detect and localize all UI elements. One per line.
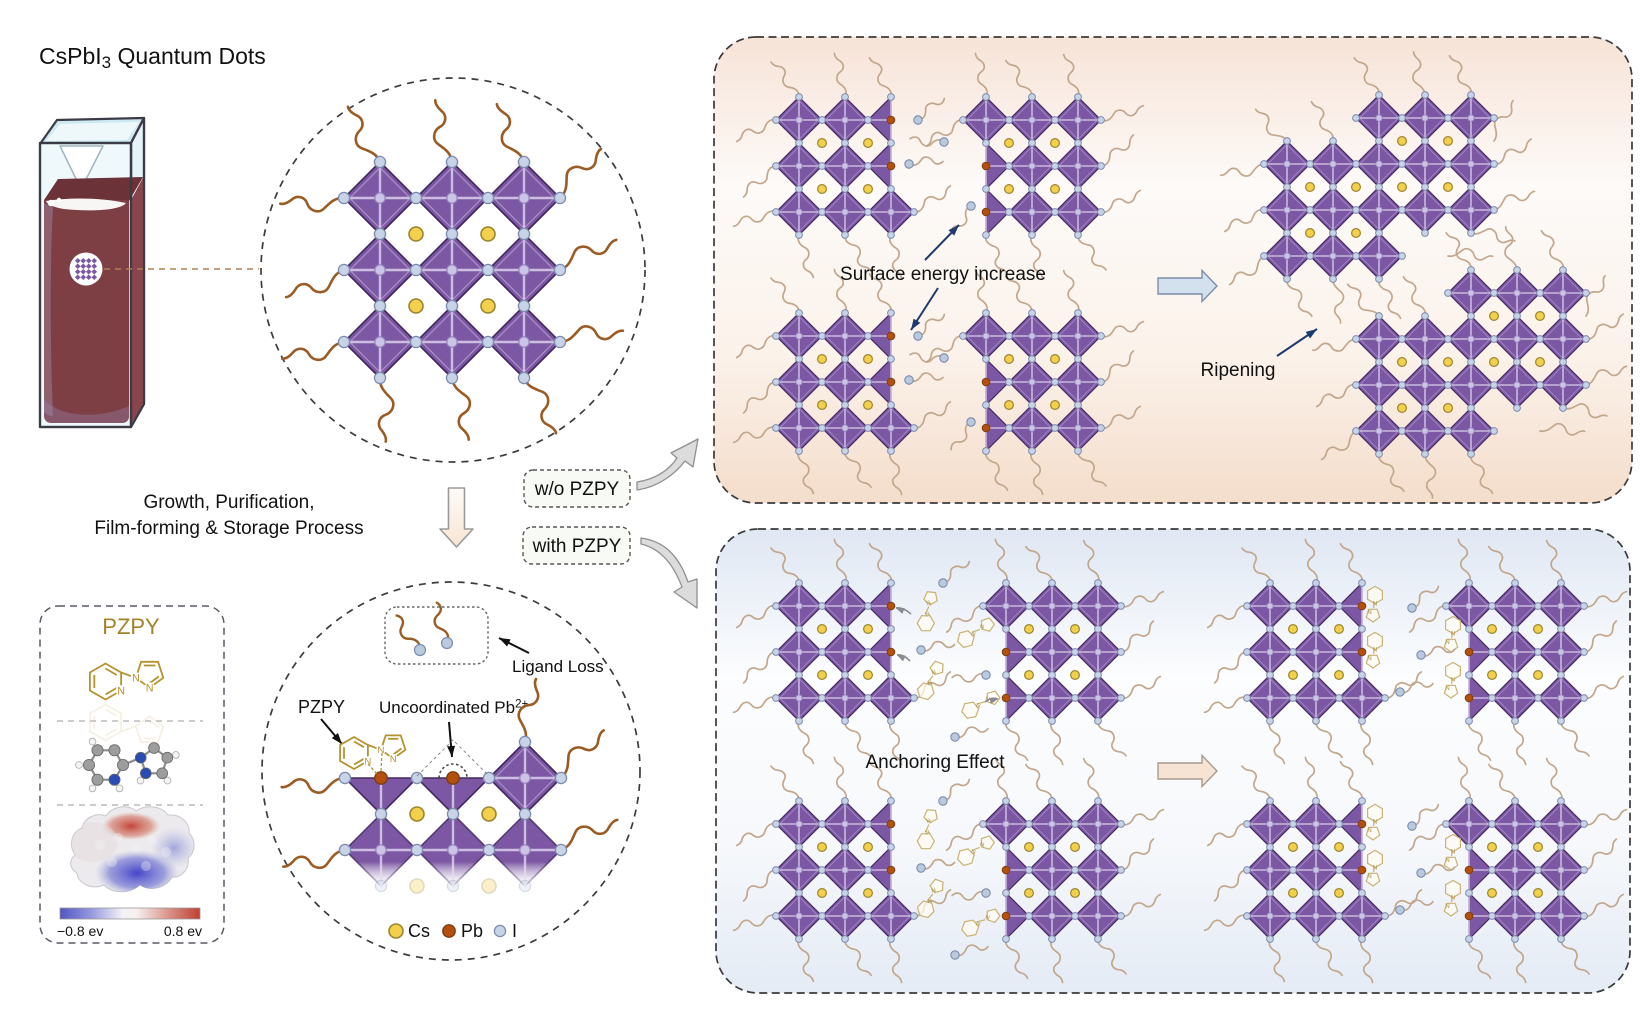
svg-text:Anchoring Effect: Anchoring Effect [865,752,1005,773]
svg-text:Ripening: Ripening [1201,360,1276,381]
svg-text:N: N [390,754,397,765]
svg-text:0.8 ev: 0.8 ev [164,923,202,939]
svg-text:PZPY: PZPY [102,614,160,639]
svg-text:Ligand Loss: Ligand Loss [512,657,604,676]
svg-text:Pb: Pb [461,921,483,941]
svg-text:CsPbI3 Quantum Dots: CsPbI3 Quantum Dots [39,43,266,72]
svg-text:N: N [146,683,154,695]
svg-text:I: I [512,921,517,941]
svg-text:Growth, Purification,: Growth, Purification, [143,492,314,513]
svg-text:N: N [378,745,385,756]
svg-text:N: N [364,756,371,767]
svg-text:w/o PZPY: w/o PZPY [534,479,620,500]
svg-text:Uncoordinated Pb2+: Uncoordinated Pb2+ [379,698,528,717]
svg-text:N: N [117,685,125,697]
svg-text:Cs: Cs [408,921,430,941]
svg-text:with PZPY: with PZPY [532,536,622,557]
svg-text:PZPY: PZPY [298,697,345,717]
svg-text:−0.8 ev: −0.8 ev [57,923,103,939]
svg-text:Film-forming & Storage Process: Film-forming & Storage Process [94,518,363,539]
svg-text:Surface energy increase: Surface energy increase [840,264,1046,285]
svg-text:N: N [132,673,140,685]
